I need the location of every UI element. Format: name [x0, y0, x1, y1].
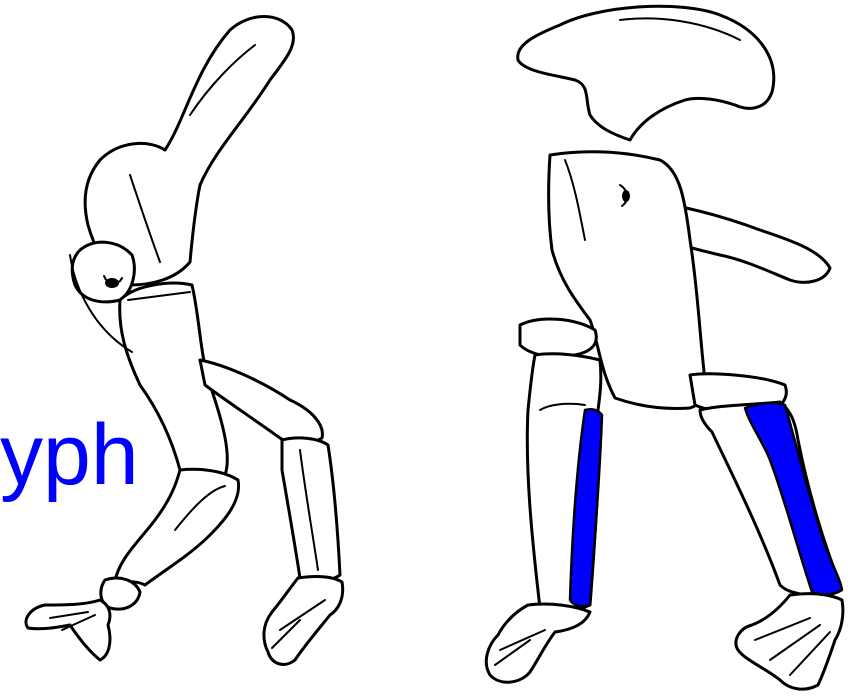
right-front-foot [486, 604, 590, 682]
left-limb-skeleton [26, 17, 343, 665]
left-hind-tibia [282, 438, 340, 582]
right-scapula [518, 6, 774, 140]
right-limb-skeleton [486, 6, 843, 689]
right-elbow [520, 319, 596, 357]
left-front-digits [26, 600, 110, 660]
left-hind-foot [264, 577, 343, 665]
